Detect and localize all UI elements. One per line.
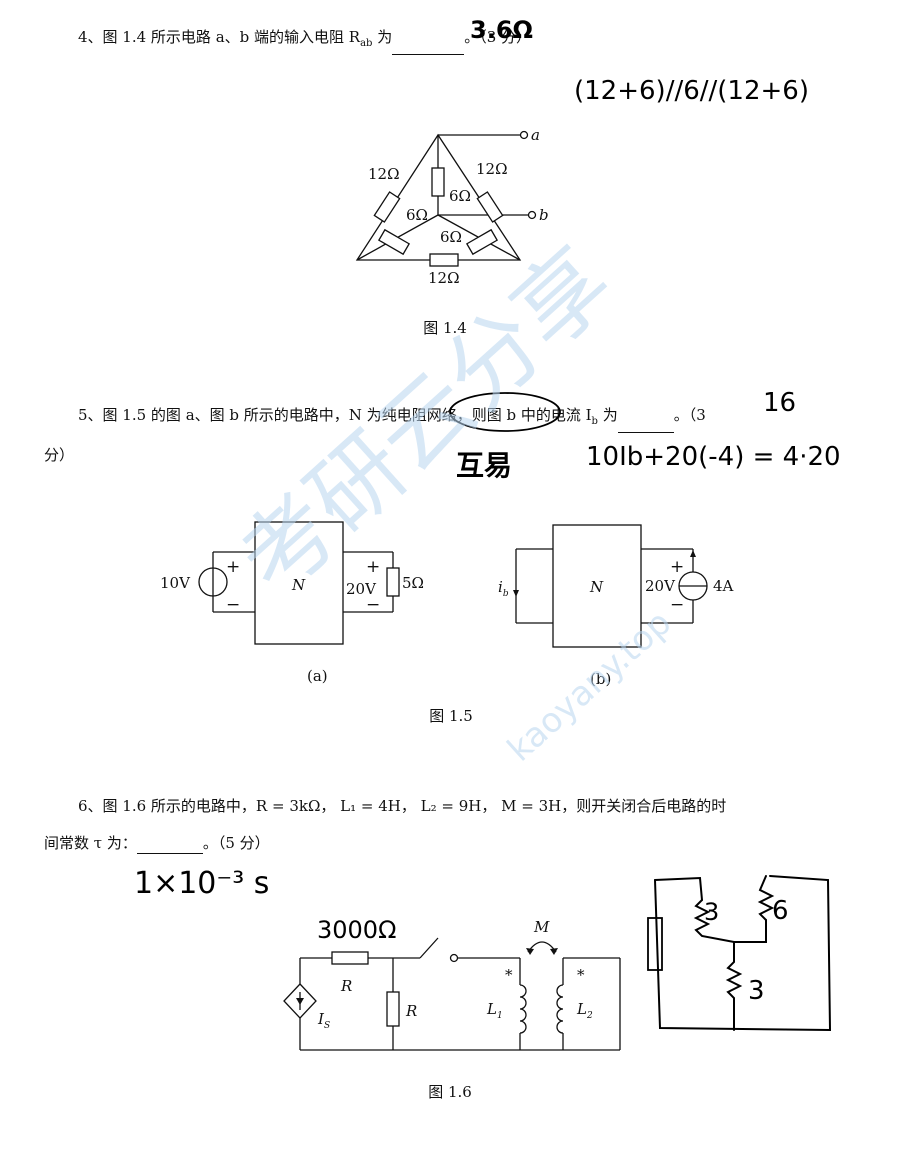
fig16-caption: 图 1.6 (428, 1083, 472, 1101)
sketch-n2: 6 (772, 896, 789, 926)
fig16-l2: L2 (577, 1000, 593, 1021)
fig15-r-a: 5Ω (402, 574, 424, 592)
q6-r-note: 3000Ω (317, 916, 397, 944)
fig14-r-inner-left: 6Ω (406, 206, 428, 224)
q4-text: 4、图 1.4 所示电路 a、b 端的输入电阻 Rab 为。（3 分） (78, 26, 531, 55)
sketch-n1: 3 (704, 898, 720, 926)
fig15-label-a: (a) (307, 667, 328, 685)
fig16-r-mid: R (406, 1002, 418, 1020)
q5-line2: 分） (44, 446, 75, 464)
fig15-minus-a1: − (226, 595, 241, 615)
fig14-caption: 图 1.4 (423, 319, 467, 337)
fig16-l1: L1 (487, 1000, 503, 1021)
fig15-plus-a2: + (366, 557, 381, 577)
q6-text: 6、图 1.6 所示的电路中，R = 3kΩ， L₁ = 4H， L₂ = 9H… (78, 797, 727, 815)
q6-blank (136, 835, 203, 854)
fig15-ib: ib (498, 578, 509, 599)
q5-note-right: 10Ib+20(-4) = 4·20 (586, 442, 841, 472)
fig15-plus-b: + (670, 557, 685, 577)
q5-blank (617, 414, 674, 433)
q6-answer: 1×10⁻³ s (134, 866, 270, 901)
q5-note-left: 互易 (456, 449, 513, 482)
fig14-r-center: 6Ω (449, 187, 471, 205)
fig16-r-top: R (341, 977, 353, 995)
q4-blank (392, 36, 465, 55)
fig15-plus-a1: + (226, 557, 241, 577)
fig15-i-b: 4A (713, 577, 734, 595)
fig15-minus-b: − (670, 595, 685, 615)
fig15-caption: 图 1.5 (429, 707, 473, 725)
fig15-minus-a2: − (366, 595, 381, 615)
q5-text: 5、图 1.5 的图 a、图 b 所示的电路中，N 为纯电阻网络，则图 b 中的… (78, 404, 706, 433)
q4-answer: 3.6Ω (470, 16, 533, 44)
q4-note: (12+6)//6//(12+6) (574, 76, 809, 106)
fig16-is: IS (318, 1010, 331, 1031)
fig15-v-b: 20V (645, 577, 675, 595)
q6-line2: 间常数 τ 为：。（5 分） (44, 834, 270, 854)
fig16-dot-l2: * (577, 966, 585, 984)
fig14-node-b: b (539, 206, 549, 224)
fig15-v-a: 20V (346, 580, 376, 598)
fig14-r-right: 12Ω (476, 160, 508, 178)
q5-answer: 16 (763, 388, 797, 418)
fig16-m: M (534, 918, 550, 936)
fig14-r-left: 12Ω (368, 165, 400, 183)
fig15-src-a: 10V (160, 574, 190, 592)
fig14-node-a: a (531, 126, 540, 144)
fig15-n-a: N (292, 576, 306, 594)
sketch-n3: 3 (748, 976, 765, 1006)
fig14-r-inner-right: 6Ω (440, 228, 462, 246)
fig16-dot-l1: * (505, 966, 513, 984)
fig15-label-b: (b) (590, 670, 612, 688)
q5-circled-term: 纯电阻网络 (381, 406, 457, 424)
fig14-r-bottom: 12Ω (428, 269, 460, 287)
fig15-n-b: N (590, 578, 604, 596)
